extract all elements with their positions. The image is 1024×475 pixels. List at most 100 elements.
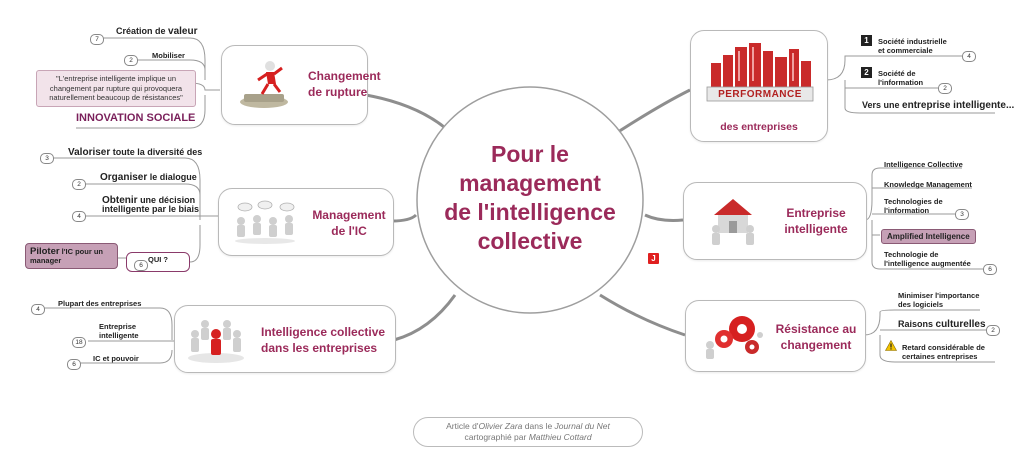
leaf-knowledge-management[interactable]: Knowledge Management — [884, 180, 972, 189]
topic-title-line2: dans les entreprises — [261, 341, 378, 355]
leaf-creation-valeur[interactable]: Création de valeur — [116, 26, 198, 37]
central-topic-title[interactable]: Pour le management de l'intelligence col… — [420, 140, 640, 256]
priority-2-icon: 2 — [861, 67, 872, 78]
count-badge[interactable]: 2 — [986, 325, 1000, 336]
connector-performance — [617, 88, 691, 134]
team-circle-icon — [188, 320, 244, 363]
leaf-prefix: Vers une — [862, 100, 903, 110]
leaf-text-line1: Minimiser l'importance — [898, 291, 980, 300]
quote-callout[interactable]: "L'entreprise intelligente implique un c… — [36, 70, 196, 107]
count-badge[interactable]: 6 — [134, 260, 148, 271]
journal-logo-icon: J — [648, 253, 659, 264]
credit-author: Olivier Zara — [478, 421, 523, 431]
topic-title-line2: de rupture — [308, 85, 368, 99]
topic-entreprise-intelligente[interactable]: Entreprise intelligente — [683, 182, 867, 260]
leaf-technologies-information[interactable]: Technologies de l'information — [884, 197, 943, 215]
leaf-mobiliser[interactable]: Mobiliser — [152, 51, 185, 60]
count-badge[interactable]: 2 — [124, 55, 138, 66]
leaf-amplified-intelligence[interactable]: Amplified Intelligence — [881, 229, 976, 244]
leaf-ic-et-pouvoir[interactable]: IC et pouvoir — [93, 354, 139, 363]
topic-title: Intelligence collective dans les entrepr… — [261, 324, 385, 356]
count-badge[interactable]: 2 — [72, 179, 86, 190]
credit-text: Article d' — [446, 421, 479, 431]
leaf-technologie-intelligence-augmentee[interactable]: Technologie de l'intelligence augmentée — [884, 250, 971, 268]
topic-title: Management de l'IC — [309, 207, 389, 239]
central-title-line2: management — [459, 170, 601, 196]
leaf-text-line2: l'information — [884, 206, 930, 215]
priority-1-icon: 1 — [861, 35, 872, 46]
leaf-organiser[interactable]: Organiser le dialogue — [100, 173, 197, 183]
connector-rupture — [365, 93, 452, 134]
topic-title: des entreprises — [720, 121, 798, 133]
leaf-emphasis: valeur — [168, 26, 198, 37]
leaf-retard-considerable[interactable]: Retard considérable de certaines entrepr… — [902, 343, 985, 361]
leaf-text-line2: et commerciale — [878, 46, 933, 55]
leaf-text-line1: Société industrielle — [878, 37, 947, 46]
count-badge[interactable]: 3 — [40, 153, 54, 164]
leaf-raisons-culturelles[interactable]: Raisons culturelles — [898, 319, 986, 330]
leaf-text: une décision — [137, 195, 196, 205]
leaf-text-line1: Entreprise — [99, 322, 137, 331]
credit-journal: Journal du Net — [554, 421, 610, 431]
leaf-text-line2: certaines entreprises — [902, 352, 978, 361]
topic-title-line2: intelligente — [784, 222, 848, 236]
leaf-emphasis: Obtenir — [102, 195, 138, 206]
count-badge[interactable]: 4 — [72, 211, 86, 222]
leaf-text-line2: des logiciels — [898, 300, 944, 309]
leaf-emphasis: entreprise intelligente... — [902, 100, 1015, 111]
connector-resistance — [599, 293, 686, 337]
topic-changement-de-rupture[interactable]: Changement de rupture — [221, 45, 381, 125]
topic-title: Résistance au changement — [772, 321, 860, 353]
leaf-intelligence-collective[interactable]: Intelligence Collective — [884, 160, 963, 169]
topic-title-line1: Management — [312, 208, 386, 222]
topic-performance[interactable]: PERFORMANCE des entreprises — [690, 30, 828, 142]
central-title-line1: Pour le — [491, 141, 569, 167]
topic-title-line2: changement — [780, 338, 852, 352]
topic-title-line2: de l'IC — [331, 224, 367, 238]
leaf-societe-industrielle[interactable]: Société industrielle et commerciale — [878, 37, 947, 55]
credit-text: dans le — [522, 421, 555, 431]
count-badge[interactable]: 7 — [90, 34, 104, 45]
city-performance-icon — [706, 43, 814, 102]
leaf-text-line2: intelligente par le biais — [102, 204, 200, 214]
count-badge[interactable]: 4 — [31, 304, 45, 315]
leaf-obtenir[interactable]: Obtenir une décision intelligente par le… — [102, 196, 199, 214]
count-badge[interactable]: 6 — [983, 264, 997, 275]
leaf-text: l'IC pour un manager — [30, 247, 104, 265]
count-badge[interactable]: 3 — [955, 209, 969, 220]
leaf-minimiser-logiciels[interactable]: Minimiser l'importance des logiciels — [898, 291, 979, 309]
count-badge[interactable]: 6 — [67, 359, 81, 370]
leaf-vers-entreprise-intelligente[interactable]: Vers une entreprise intelligente... — [862, 100, 1015, 111]
count-badge[interactable]: 4 — [962, 51, 976, 62]
leaf-emphasis: Piloter — [30, 246, 60, 257]
leaf-lines-performance — [825, 55, 995, 114]
topic-resistance-au-changement[interactable]: Résistance au changement — [685, 300, 866, 372]
leaf-lines-management-ic — [52, 157, 218, 263]
leaf-prefix: Création de — [116, 26, 169, 36]
leaf-valoriser[interactable]: Valoriser toute la diversité des — [68, 148, 202, 158]
count-badge[interactable]: 18 — [72, 337, 86, 348]
leaf-piloter[interactable]: Piloter l'IC pour un manager — [25, 243, 118, 269]
leaf-innovation-sociale[interactable]: INNOVATION SOCIALE — [76, 112, 196, 124]
leaf-text-line2: intelligente — [99, 331, 139, 340]
central-title-line3: de l'intelligence — [444, 199, 616, 225]
credit-cartographer: Matthieu Cottard — [528, 432, 592, 442]
leaf-text-line1: Société de — [878, 69, 916, 78]
leaf-entreprise-intelligente[interactable]: Entreprise intelligente — [99, 322, 139, 340]
topic-management-ic[interactable]: Management de l'IC — [218, 188, 394, 256]
leaf-text-line1: Retard considérable de — [902, 343, 985, 352]
leaf-emphasis: culturelles — [935, 319, 986, 330]
connector-ic-entreprises — [393, 294, 457, 342]
leaf-lines-ic-entreprises — [42, 307, 175, 364]
topic-ic-entreprises[interactable]: Intelligence collective dans les entrepr… — [174, 305, 396, 373]
central-title-line4: collective — [477, 228, 583, 254]
people-talking-icon — [235, 200, 295, 244]
leaf-text: QUI ? — [148, 255, 168, 264]
leaf-societe-information[interactable]: Société de l'information — [878, 69, 923, 87]
leaf-lines-entreprise-intelligente — [864, 167, 983, 270]
count-badge[interactable]: 2 — [938, 83, 952, 94]
leaf-plupart-entreprises[interactable]: Plupart des entreprises — [58, 299, 142, 308]
leaf-text-line2: l'information — [878, 78, 924, 87]
credit-note[interactable]: Article d'Olivier Zara dans le Journal d… — [413, 417, 643, 447]
